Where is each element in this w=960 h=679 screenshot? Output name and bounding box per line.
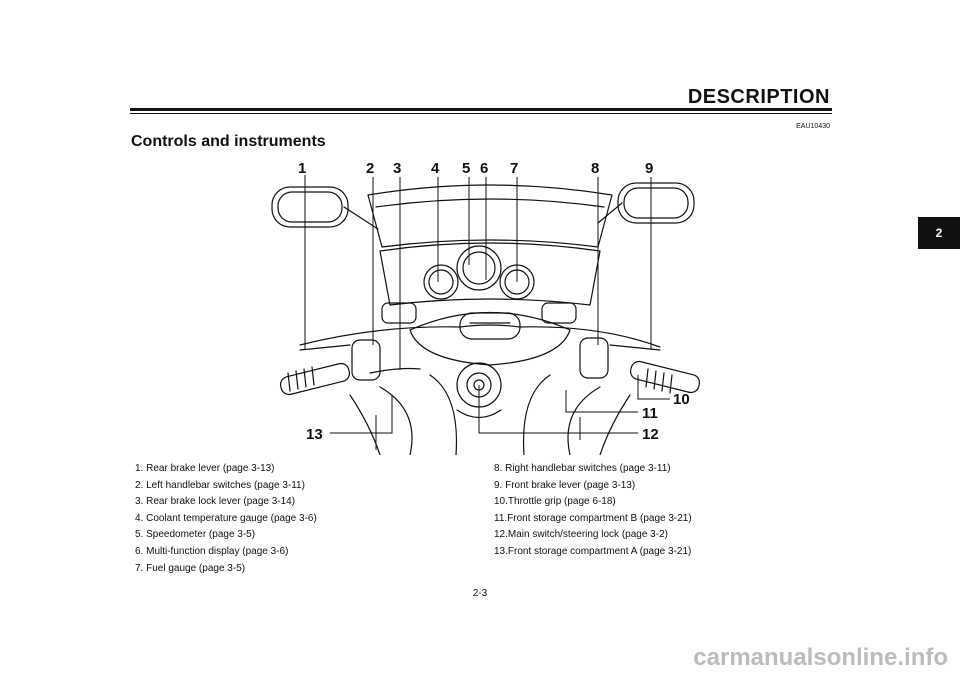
legend-item-7: 7. Fuel gauge (page 3-5) xyxy=(135,562,246,574)
legend-item-10: 10.Throttle grip (page 6-18) xyxy=(494,496,616,508)
legend-item-8: 8. Right handlebar switches (page 3-11) xyxy=(494,463,671,474)
legend-item-4: 4. Coolant temperature gauge (page 3-6) xyxy=(135,512,317,524)
chapter-tab[interactable]: 2 xyxy=(918,217,960,249)
callout-7: 7 xyxy=(510,160,518,177)
callout-labels: 1 2 3 4 5 6 7 8 9 10 11 12 13 xyxy=(298,160,690,443)
legend-item-6: 6. Multi-function display (page 3-6) xyxy=(135,545,289,557)
legend-item-13: 13.Front storage compartment A (page 3-2… xyxy=(494,545,692,557)
callout-13: 13 xyxy=(306,426,323,443)
leader-lines xyxy=(304,175,670,450)
legend-item-5: 5. Speedometer (page 3-5) xyxy=(135,529,256,541)
legend-item-9: 9. Front brake lever (page 3-13) xyxy=(494,479,636,491)
callout-8: 8 xyxy=(591,160,599,177)
callout-2: 2 xyxy=(366,160,374,177)
legend-item-12: 12.Main switch/steering lock (page 3-2) xyxy=(494,529,668,541)
callout-3: 3 xyxy=(393,160,401,177)
callout-5: 5 xyxy=(462,160,470,177)
legend-item-2: 2. Left handlebar switches (page 3-11) xyxy=(135,479,305,491)
callout-12: 12 xyxy=(642,426,659,443)
callout-6: 6 xyxy=(480,160,488,177)
header-title: DESCRIPTION xyxy=(687,86,830,108)
legend-item-11: 11.Front storage compartment B (page 3-2… xyxy=(494,512,692,524)
callout-4: 4 xyxy=(431,160,440,177)
legend-left-column: 1. Rear brake lever (page 3-13) 2. Left … xyxy=(135,461,317,577)
header-rule-thin xyxy=(130,113,832,114)
scooter-controls-drawing: 1 2 3 4 5 6 7 8 9 10 11 12 13 xyxy=(271,160,701,455)
header-rule-thick xyxy=(130,108,832,111)
watermark: carmanualsonline.info xyxy=(693,644,948,671)
legend-item-1: 1. Rear brake lever (page 3-13) xyxy=(135,463,275,474)
page-number: 2-3 xyxy=(472,588,488,599)
legend-item-3: 3. Rear brake lock lever (page 3-14) xyxy=(135,496,296,508)
section-title: Controls and instruments xyxy=(131,133,326,150)
legend-right-column: 8. Right handlebar switches (page 3-11) … xyxy=(494,461,692,561)
callout-11: 11 xyxy=(642,405,658,422)
document-code: EAU10430 xyxy=(796,123,830,130)
controls-illustration: 1 2 3 4 5 6 7 8 9 10 11 12 13 xyxy=(260,155,720,455)
callout-1: 1 xyxy=(298,160,306,177)
callout-10: 10 xyxy=(673,391,690,408)
scooter-linework xyxy=(271,182,701,455)
callout-9: 9 xyxy=(645,160,653,177)
